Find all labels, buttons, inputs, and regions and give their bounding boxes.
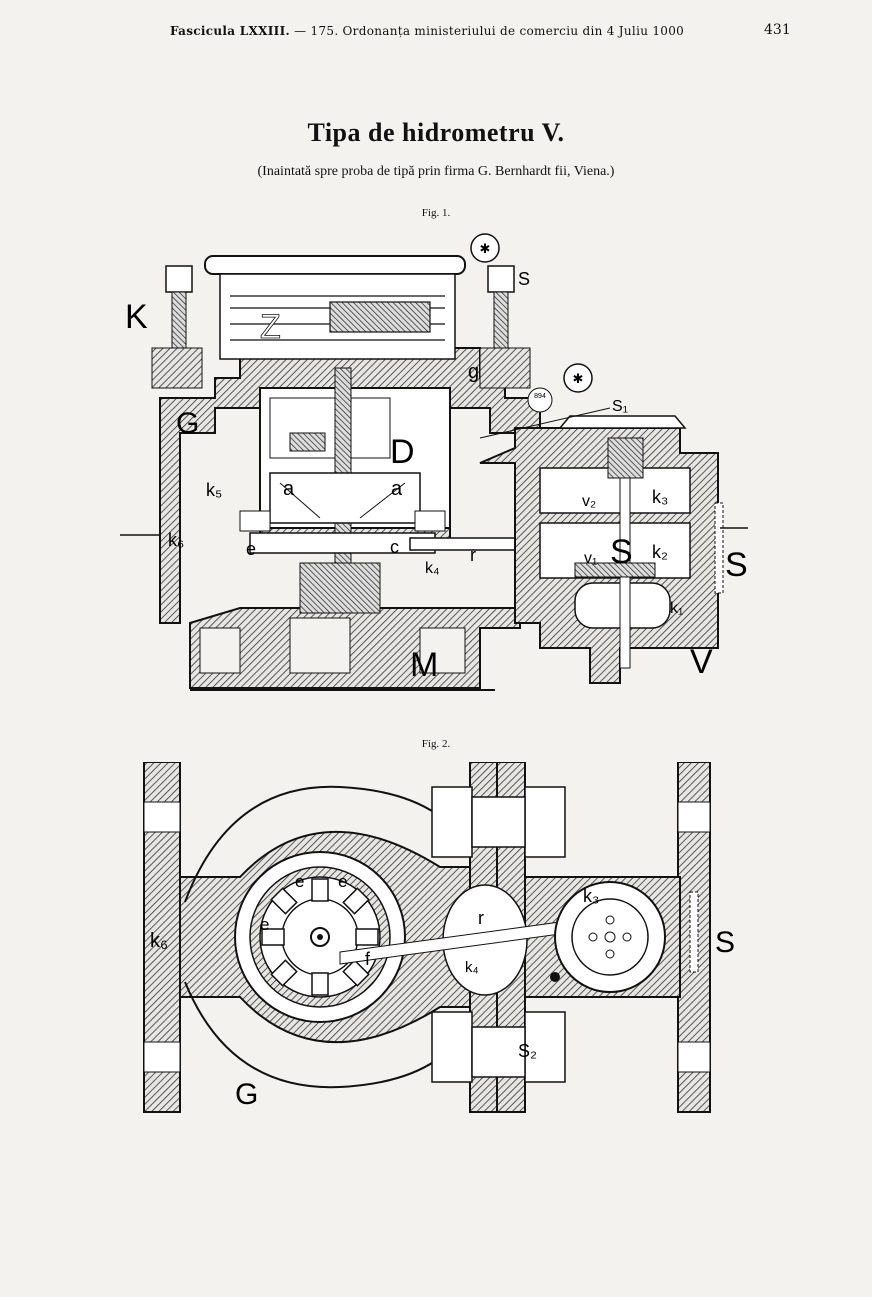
label-k6: k₆ — [150, 930, 168, 952]
figure-1-drawing: ✱ ✱ 894 K S Z g G — [120, 233, 748, 691]
label-v2: v₂ — [582, 493, 596, 510]
label-k6: k₆ — [168, 530, 184, 550]
label-k5: k₅ — [206, 480, 222, 500]
label-k3: k₃ — [652, 487, 668, 507]
svg-text:✱: ✱ — [573, 371, 584, 386]
label-a-left: a — [283, 478, 295, 500]
label-k1: k₁ — [670, 600, 683, 617]
label-g: g — [468, 361, 479, 383]
running-head: Fascicula LXXIII. — 175. Ordonanța minis… — [170, 24, 710, 38]
page-title: Tipa de hidrometru V. — [307, 118, 565, 147]
label-K: K — [125, 298, 148, 336]
label-k2: k₂ — [652, 542, 668, 562]
label-e: e — [246, 539, 256, 559]
label-S: S — [518, 269, 530, 289]
label-Z: Z — [260, 308, 281, 346]
label-a-right: a — [391, 478, 403, 500]
label-S2: S₂ — [518, 1041, 537, 1061]
label-S-mid: S — [610, 533, 633, 571]
label-f: f — [365, 949, 371, 969]
figure-1-caption: Fig. 1. — [421, 207, 451, 219]
label-k4: k₄ — [425, 560, 440, 577]
label-e1: e — [295, 872, 304, 891]
label-c: c — [390, 537, 399, 557]
label-k3: k₃ — [583, 886, 599, 906]
running-head-text: — 175. Ordonanța ministeriului de comerc… — [289, 24, 685, 38]
label-M: M — [410, 646, 438, 684]
label-V: V — [690, 643, 713, 681]
label-v1: v₁ — [584, 550, 597, 567]
page-subtitle: (Inaintată spre proba de tipă prin firma… — [257, 164, 615, 179]
label-S1: S₁ — [612, 398, 628, 415]
label-G: G — [235, 1078, 258, 1111]
label-e2: e — [338, 872, 347, 891]
label-r: r — [470, 545, 476, 565]
figure-2-drawing: e e e f k₆ r k₄ k₃ S S₂ G — [143, 762, 735, 1113]
label-k4: k₄ — [465, 959, 479, 976]
page-number: 431 — [764, 22, 791, 38]
impeller — [261, 878, 379, 996]
label-G: G — [176, 407, 199, 440]
label-D: D — [390, 433, 415, 471]
running-head-prefix: Fascicula LXXIII. — [170, 24, 290, 38]
stamp-label: 894 — [534, 393, 546, 400]
figure-2-caption: Fig. 2. — [421, 738, 451, 750]
label-r: r — [478, 908, 484, 928]
label-S-right: S — [725, 546, 748, 584]
svg-text:✱: ✱ — [480, 241, 491, 256]
label-S: S — [715, 926, 735, 959]
label-e3: e — [260, 915, 269, 934]
